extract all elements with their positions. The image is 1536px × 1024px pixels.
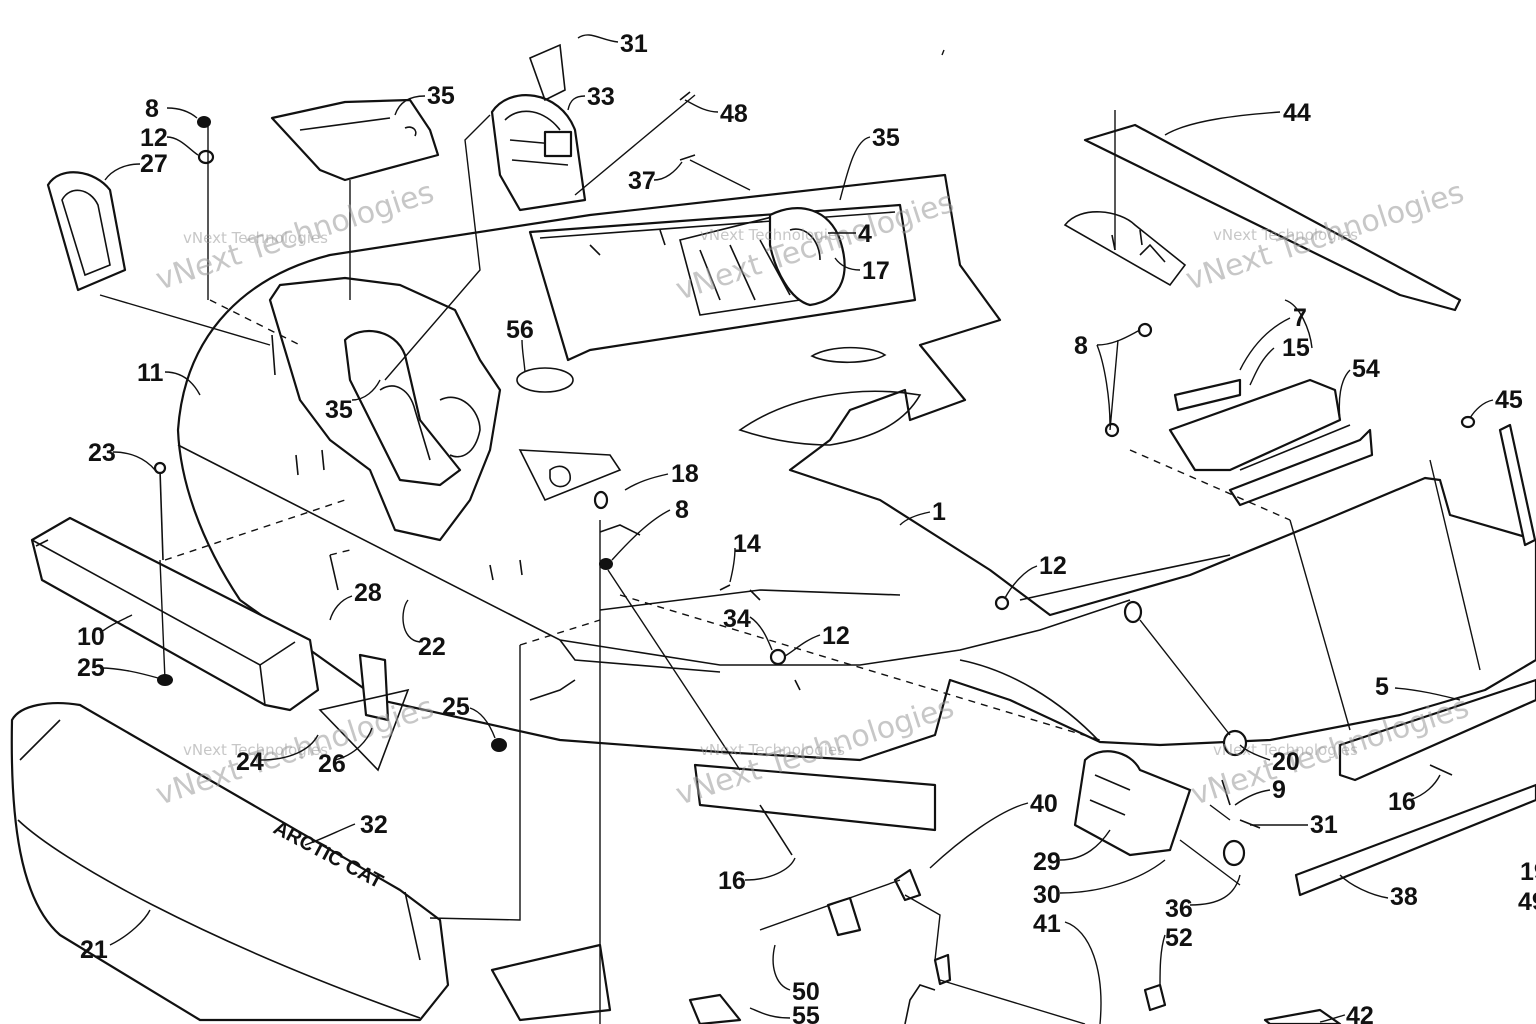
bracket-27 bbox=[46, 171, 127, 292]
callout-42: 42 bbox=[1346, 1002, 1374, 1024]
callout-12c: 12 bbox=[822, 622, 850, 650]
callout-38: 38 bbox=[1390, 883, 1418, 911]
callout-44: 44 bbox=[1283, 99, 1311, 127]
callout-14: 14 bbox=[733, 530, 761, 558]
callout-49: 49 bbox=[1518, 888, 1536, 916]
watermark-small: vNext Technologies bbox=[183, 741, 328, 759]
watermark-small: vNext Technologies bbox=[700, 226, 845, 244]
bracket-24-26 bbox=[318, 653, 410, 772]
callout-33: 33 bbox=[587, 83, 615, 111]
callout-55: 55 bbox=[792, 1002, 820, 1024]
nose-cone-21 bbox=[10, 702, 450, 1022]
bracket-45 bbox=[1498, 423, 1536, 547]
callout-26: 26 bbox=[318, 750, 346, 778]
callout-52: 52 bbox=[1165, 924, 1193, 952]
cover-plate-35 bbox=[270, 98, 440, 182]
strip-44 bbox=[1063, 123, 1462, 312]
hood-body bbox=[176, 173, 1536, 762]
callout-24: 24 bbox=[236, 748, 264, 776]
callout-25: 25 bbox=[77, 654, 105, 682]
callout-7: 7 bbox=[1293, 304, 1307, 332]
callout-5: 5 bbox=[1375, 673, 1389, 701]
skid-plate bbox=[693, 763, 937, 832]
callout-48: 48 bbox=[720, 100, 748, 128]
callout-16b: 16 bbox=[718, 867, 746, 895]
callout-10: 10 bbox=[77, 623, 105, 651]
callout-8: 8 bbox=[145, 95, 159, 123]
explode-lines bbox=[99, 94, 1481, 1024]
callout-30: 30 bbox=[1033, 881, 1061, 909]
callout-23: 23 bbox=[88, 439, 116, 467]
callout-28: 28 bbox=[354, 579, 382, 607]
callout-29: 29 bbox=[1033, 848, 1061, 876]
callout-25b: 25 bbox=[442, 693, 470, 721]
callout-8b: 8 bbox=[1074, 332, 1088, 360]
callout-labels: 31 33 48 35 8 12 27 37 35 4 17 44 56 11 … bbox=[77, 30, 1536, 1024]
callout-32: 32 bbox=[360, 811, 388, 839]
bumper-beam-10 bbox=[30, 516, 320, 712]
headlight-boot-33 bbox=[490, 43, 587, 212]
callout-50: 50 bbox=[792, 978, 820, 1006]
watermark-small: vNext Technologies bbox=[183, 229, 328, 247]
callout-41: 41 bbox=[1033, 910, 1061, 938]
console-center bbox=[268, 276, 502, 542]
callout-9: 9 bbox=[1272, 776, 1286, 804]
callout-19: 19 bbox=[1520, 858, 1536, 886]
callout-56: 56 bbox=[506, 316, 534, 344]
watermark-small: vNext Technologies bbox=[1213, 741, 1358, 759]
callout-35: 35 bbox=[427, 82, 455, 110]
callout-35b: 35 bbox=[872, 124, 900, 152]
callout-1: 1 bbox=[932, 498, 946, 526]
callout-20: 20 bbox=[1272, 748, 1300, 776]
strip-38 bbox=[1294, 783, 1536, 897]
callout-27: 27 bbox=[140, 150, 168, 178]
callout-21: 21 bbox=[80, 936, 108, 964]
callout-36: 36 bbox=[1165, 895, 1193, 923]
callout-18: 18 bbox=[671, 460, 699, 488]
watermark-small: vNext Technologies bbox=[1213, 226, 1358, 244]
boot-29-30 bbox=[1073, 750, 1192, 857]
callout-17: 17 bbox=[862, 257, 890, 285]
callout-12: 12 bbox=[140, 124, 168, 152]
callout-15: 15 bbox=[1282, 334, 1310, 362]
callout-4: 4 bbox=[858, 220, 872, 248]
callout-34: 34 bbox=[723, 605, 751, 633]
callout-12b: 12 bbox=[1039, 552, 1067, 580]
bar-5 bbox=[1338, 678, 1536, 782]
callout-11: 11 bbox=[137, 359, 164, 387]
callout-54: 54 bbox=[1352, 355, 1380, 383]
channel-15-54 bbox=[1168, 378, 1374, 507]
callout-35c: 35 bbox=[325, 396, 353, 424]
callout-31: 31 bbox=[620, 30, 648, 58]
callout-37: 37 bbox=[628, 167, 656, 195]
callout-31b: 31 bbox=[1310, 811, 1338, 839]
hardware-nuts bbox=[153, 91, 1476, 867]
watermark-small: vNext Technologies bbox=[700, 741, 845, 759]
leader-lines bbox=[99, 34, 1494, 1024]
callout-45: 45 bbox=[1495, 386, 1523, 414]
lower-hardware bbox=[490, 868, 1342, 1024]
gauge-pod bbox=[768, 207, 846, 307]
callout-16: 16 bbox=[1388, 788, 1416, 816]
callout-22: 22 bbox=[418, 633, 446, 661]
callout-40: 40 bbox=[1030, 790, 1058, 818]
callout-8c: 8 bbox=[675, 496, 689, 524]
